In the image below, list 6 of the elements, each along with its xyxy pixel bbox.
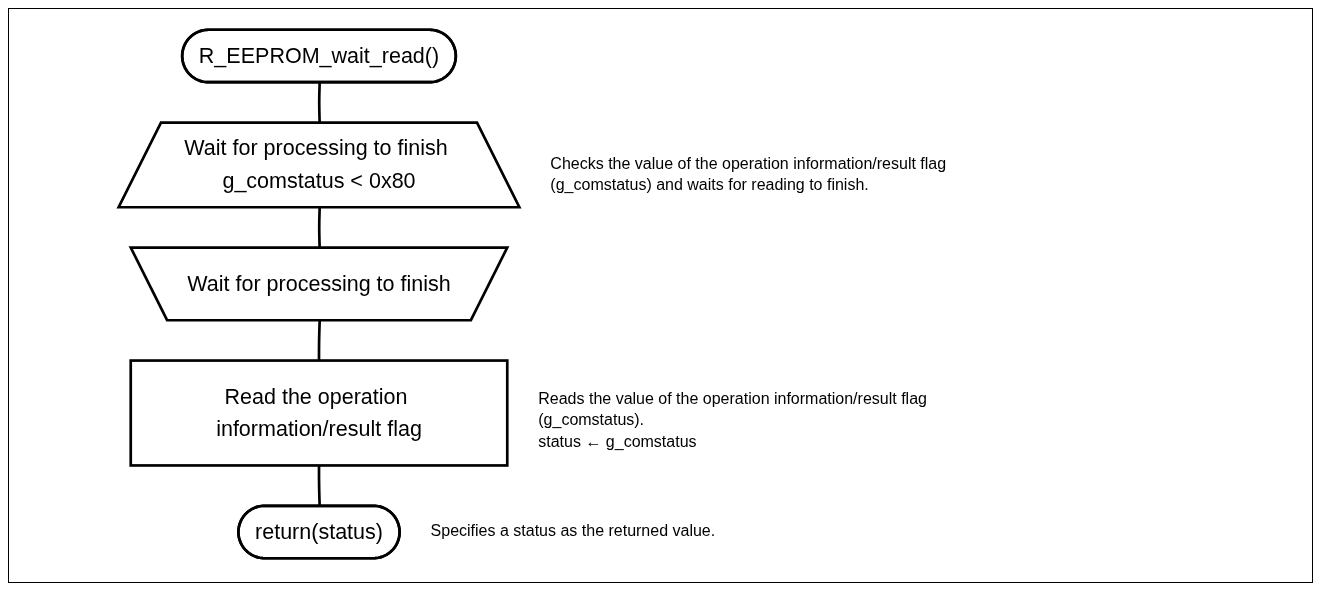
node-box: Read the operation information/result flag xyxy=(129,359,509,467)
annotation-text: Specifies a status as the returned value. xyxy=(430,520,717,541)
annotation-text: Checks the value of the operation information/result flag (g_comstatus) and waits for reading to finish. xyxy=(550,153,948,196)
annotation-text: Reads the value of the operation information/result flag (g_comstatus). xyxy=(538,388,928,431)
connector xyxy=(317,320,321,361)
annotation-text: status ← g_comstatus xyxy=(538,431,698,452)
